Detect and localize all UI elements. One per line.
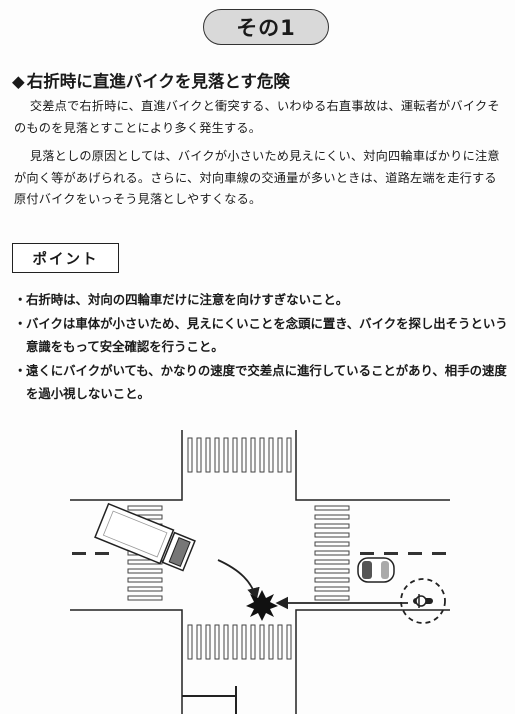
crosswalk-east — [314, 505, 350, 601]
paragraph-1: 交差点で右折時に、直進バイクと衝突する、いわゆる右直事故は、運転者がバイクそのも… — [14, 96, 506, 139]
point-item-2: ・ バイクは車体が小さいため、見えにくいことを念頭に置き、バイクを探し出そうとい… — [14, 312, 509, 359]
points-list: ・ 右折時は、対向の四輪車だけに注意を向けすぎないこと。 ・ バイクは車体が小さ… — [14, 288, 509, 406]
diamond-marker-icon: ◆ — [12, 72, 25, 91]
point-text-1: 右折時は、対向の四輪車だけに注意を向けすぎないこと。 — [26, 292, 349, 307]
collision-star-icon — [246, 590, 278, 621]
crosswalk-north — [187, 437, 292, 473]
turn-arrow — [217, 559, 260, 601]
section-number-badge: その1 — [203, 9, 329, 45]
points-label-box: ポイント — [12, 243, 119, 273]
paragraph-1-text: 交差点で右折時に、直進バイクと衝突する、いわゆる右直事故は、運転者がバイクそのも… — [14, 99, 500, 135]
heading-text: 右折時に直進バイクを見落とす危険 — [26, 72, 290, 91]
truck-icon — [94, 502, 196, 572]
road-outline — [70, 430, 450, 714]
point-text-3: 遠くにバイクがいても、かなりの速度で交差点に進行していることがあり、相手の速度を… — [26, 362, 507, 402]
motorbike-icon — [400, 578, 446, 624]
section-heading: ◆右折時に直進バイクを見落とす危険 — [12, 68, 290, 92]
lane-markings — [72, 552, 446, 555]
intersection-diagram — [70, 430, 450, 714]
signpost-icon — [182, 686, 237, 714]
crosswalk-south — [187, 624, 292, 660]
paragraph-2-text: 見落としの原因としては、バイクが小さいため見えにくい、対向四輪車ばかりに注意が向… — [14, 149, 500, 206]
bullet-dot: ・ — [14, 362, 27, 378]
point-text-2: バイクは車体が小さいため、見えにくいことを念頭に置き、バイクを探し出そうという意… — [26, 315, 508, 355]
point-item-3: ・ 遠くにバイクがいても、かなりの速度で交差点に進行していることがあり、相手の速… — [14, 359, 509, 406]
oncoming-car-icon — [357, 557, 395, 583]
bullet-dot: ・ — [14, 315, 27, 331]
point-item-1: ・ 右折時は、対向の四輪車だけに注意を向けすぎないこと。 — [14, 288, 509, 312]
paragraph-2: 見落としの原因としては、バイクが小さいため見えにくい、対向四輪車ばかりに注意が向… — [14, 146, 506, 211]
bullet-dot: ・ — [14, 292, 27, 307]
